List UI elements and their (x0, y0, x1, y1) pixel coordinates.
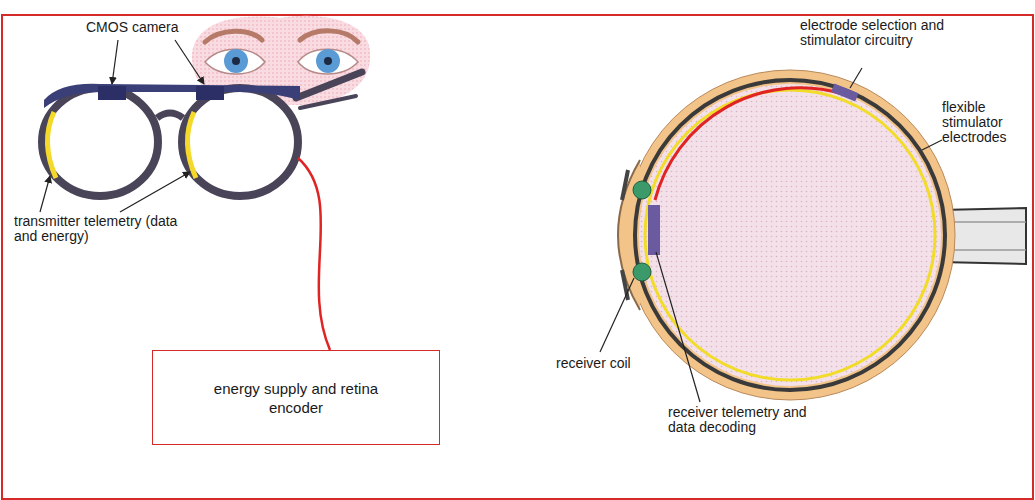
part-label: flexible stimulator electrodes (942, 100, 1030, 145)
part-label: transmitter telemetry (data and energy) (14, 214, 179, 244)
camera (98, 86, 126, 100)
camera (196, 86, 224, 100)
part-label: receiver telemetry and data decoding (668, 405, 828, 435)
glasses (42, 72, 362, 196)
box-text: energy supply and retina encoder (201, 379, 391, 417)
part-label: electrode selection and stimulator circu… (800, 18, 950, 48)
part-label: receiver coil (556, 356, 636, 371)
process-box: energy supply and retina encoder (152, 350, 440, 445)
cable (298, 158, 330, 350)
part-label: CMOS camera (86, 20, 216, 35)
